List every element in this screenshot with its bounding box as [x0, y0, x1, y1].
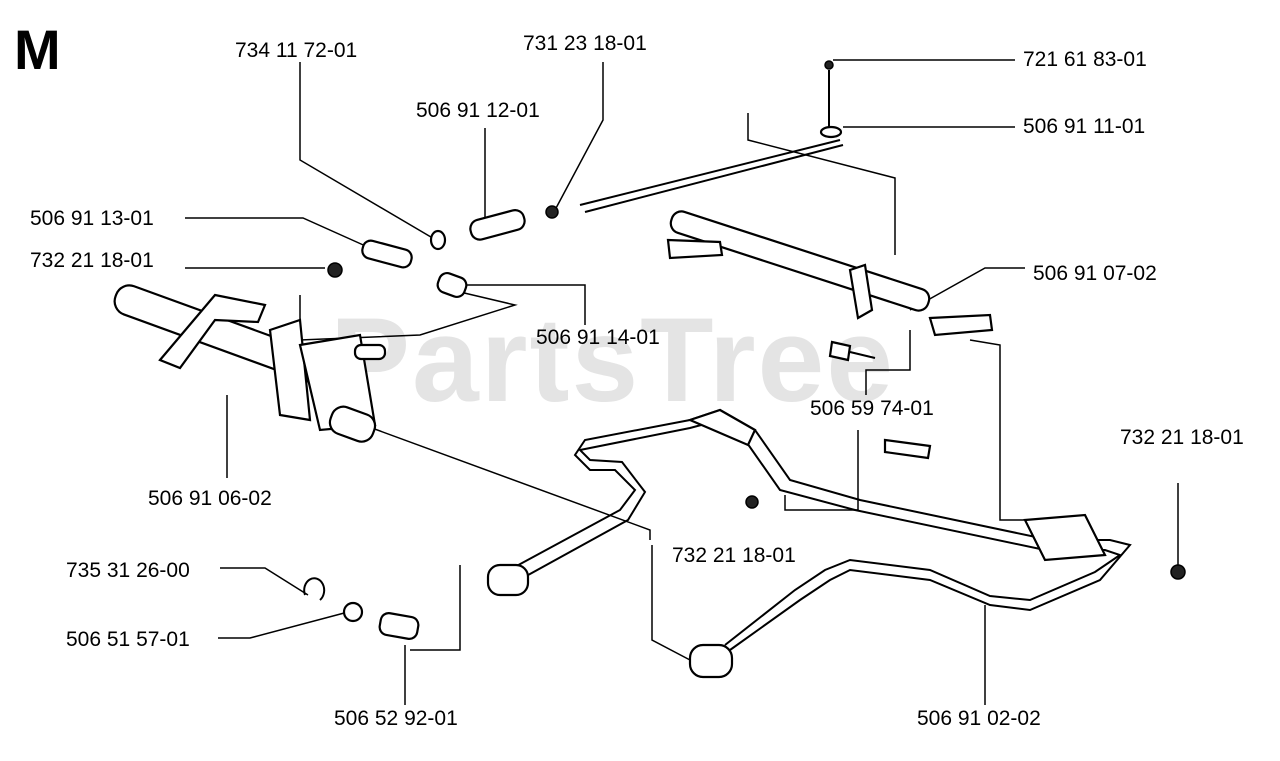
callout-label[interactable]: 506 91 06-02 [148, 487, 272, 510]
section-letter: M [14, 18, 61, 81]
leader-lines [185, 59, 1179, 705]
left-shaft-assembly [113, 284, 387, 443]
callout-label[interactable]: 732 21 18-01 [30, 249, 154, 272]
callout-label[interactable]: 506 91 14-01 [536, 326, 660, 349]
small-fittings [327, 205, 559, 299]
callout-label[interactable]: 506 91 02-02 [917, 707, 1041, 730]
callout-label[interactable]: 732 21 18-01 [1120, 426, 1244, 449]
callout-label[interactable]: 506 51 57-01 [66, 628, 190, 651]
callout-label[interactable]: 721 61 83-01 [1023, 48, 1147, 71]
callout-label[interactable]: 506 91 11-01 [1023, 115, 1146, 138]
callout-label[interactable]: 506 91 12-01 [416, 99, 540, 122]
callout-label[interactable]: 734 11 72-01 [235, 39, 358, 62]
callout-label[interactable]: 732 21 18-01 [672, 544, 796, 567]
callout-label[interactable]: 506 59 74-01 [810, 397, 934, 420]
upper-cross-bar [666, 210, 994, 362]
lower-left-parts [303, 577, 420, 640]
callout-label[interactable]: 506 91 07-02 [1033, 262, 1157, 285]
callout-label[interactable]: 735 31 26-00 [66, 559, 190, 582]
callout-label[interactable]: 731 23 18-01 [523, 32, 647, 55]
callout-label[interactable]: 506 52 92-01 [334, 707, 458, 730]
main-frame [486, 408, 1186, 679]
callout-label[interactable]: 506 91 13-01 [30, 207, 154, 230]
linkage-rod [579, 60, 844, 213]
